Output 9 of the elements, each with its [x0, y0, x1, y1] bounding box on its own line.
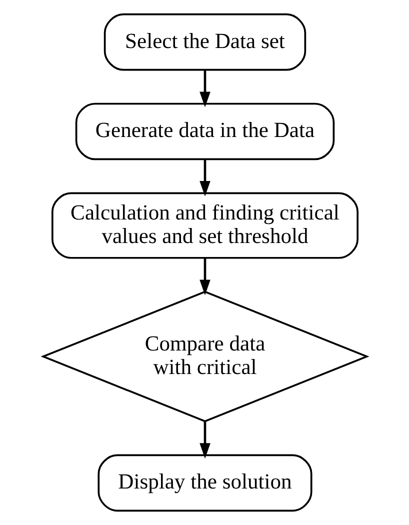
node-box: Display the solution [97, 454, 312, 512]
node-box: Select the Data set [103, 13, 306, 71]
arrow [199, 159, 210, 196]
node-box: Calculation and finding critical values and set threshold [51, 192, 358, 259]
arrow [199, 422, 210, 459]
node-box: Generate data in the Data [74, 102, 334, 160]
arrow [199, 70, 210, 108]
node-diamond: Compare data with critical [40, 290, 369, 422]
arrow [199, 258, 210, 296]
